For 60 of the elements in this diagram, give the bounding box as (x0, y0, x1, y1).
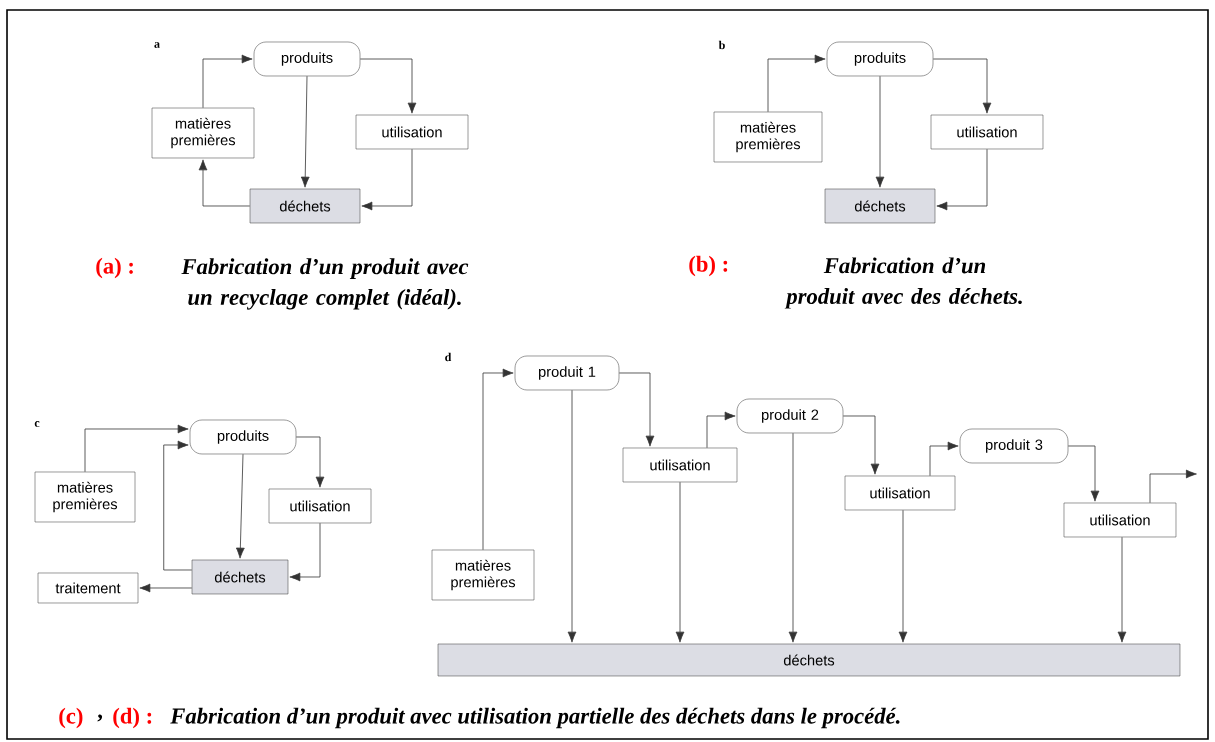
flow-box: matières premières (431, 549, 535, 601)
panel-letter: b (718, 40, 725, 50)
flow-box: produits (826, 41, 934, 77)
arrow (359, 58, 417, 114)
arrow (236, 453, 245, 559)
flow-box: matières premières (713, 111, 823, 163)
arrow (289, 522, 321, 582)
flow-box: utilisation (355, 114, 469, 150)
arrow (932, 58, 992, 114)
panel-letter: a (154, 42, 160, 48)
flow-box: utilisation (622, 447, 738, 483)
caption-marker: (b) : (689, 255, 728, 277)
arrow (706, 411, 736, 449)
arrow (1067, 445, 1100, 502)
caption-marker: (c) (59, 707, 83, 729)
flow-box: matières premières (151, 107, 255, 159)
arrow (361, 148, 413, 211)
arrow (163, 440, 193, 571)
panel-letter: d (445, 352, 452, 362)
arrow (202, 54, 253, 109)
caption-text: Fabrication d’un produit avec des déchets. (784, 257, 1022, 309)
flow-box: produits (189, 419, 297, 455)
flow-box: produit 1 (514, 355, 620, 391)
flow-box: produits (253, 41, 361, 77)
arrow (482, 368, 514, 551)
waste-box: déchets (191, 559, 289, 595)
caption-marker: (d) : (113, 707, 152, 729)
arrow (1149, 469, 1197, 504)
arrow (295, 436, 325, 488)
arrow (675, 481, 685, 643)
flow-box: traitement (37, 572, 139, 604)
arrow (139, 583, 193, 593)
caption-text: , (97, 714, 103, 722)
flow-box: produit 2 (736, 398, 844, 434)
arrow (618, 372, 655, 447)
waste-bar: déchets (437, 643, 1181, 677)
flow-box: utilisation (930, 114, 1044, 150)
panel-letter: c (34, 421, 40, 427)
arrow (875, 75, 885, 188)
arrow (567, 389, 577, 643)
waste-box: déchets (824, 188, 936, 224)
flow-box: utilisation (844, 475, 956, 511)
caption-text: Fabrication d’un produit avec utilisation partielle des déchets dans le procédé. (170, 707, 900, 729)
waste-box: déchets (249, 188, 361, 224)
arrow (198, 159, 251, 207)
caption-marker: (a) : (96, 257, 133, 279)
arrow (842, 415, 880, 475)
arrow (898, 509, 908, 643)
arrow (767, 54, 826, 113)
arrow (1117, 536, 1127, 643)
flow-box: produit 3 (959, 428, 1069, 464)
arrow (84, 424, 189, 473)
arrow (300, 75, 310, 188)
caption-text: Fabrication d’un produit avec un recyclage complet (idéal). (181, 258, 469, 310)
arrow (936, 148, 988, 211)
flow-box: matières premières (34, 471, 136, 523)
arrow (929, 441, 959, 477)
flow-box: utilisation (1063, 502, 1177, 538)
flow-box: utilisation (268, 488, 372, 524)
arrow (788, 432, 798, 643)
